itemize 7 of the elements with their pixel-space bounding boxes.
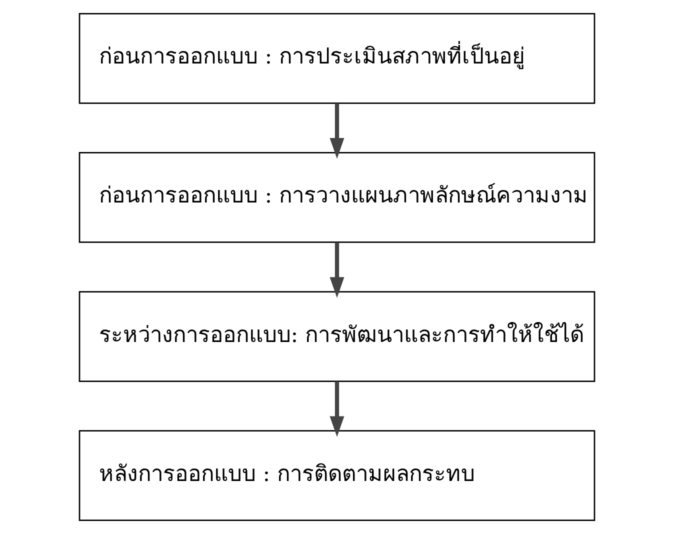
arrow: [330, 103, 344, 159]
arrow: [330, 381, 344, 437]
node-box: ก่อนการออกแบบ : การวางแผนภาพลักษณ์ความงาม: [78, 152, 596, 243]
node-box: หลังการออกแบบ : การติดตามผลกระทบ: [78, 430, 596, 522]
node-box: ก่อนการออกแบบ : การประเมินสภาพที่เป็นอยู่: [78, 12, 596, 104]
node-box: ระหว่างการออกแบบ: การพัฒนาและการทำให้ใช้ได้: [78, 291, 596, 382]
arrow: [330, 242, 344, 298]
